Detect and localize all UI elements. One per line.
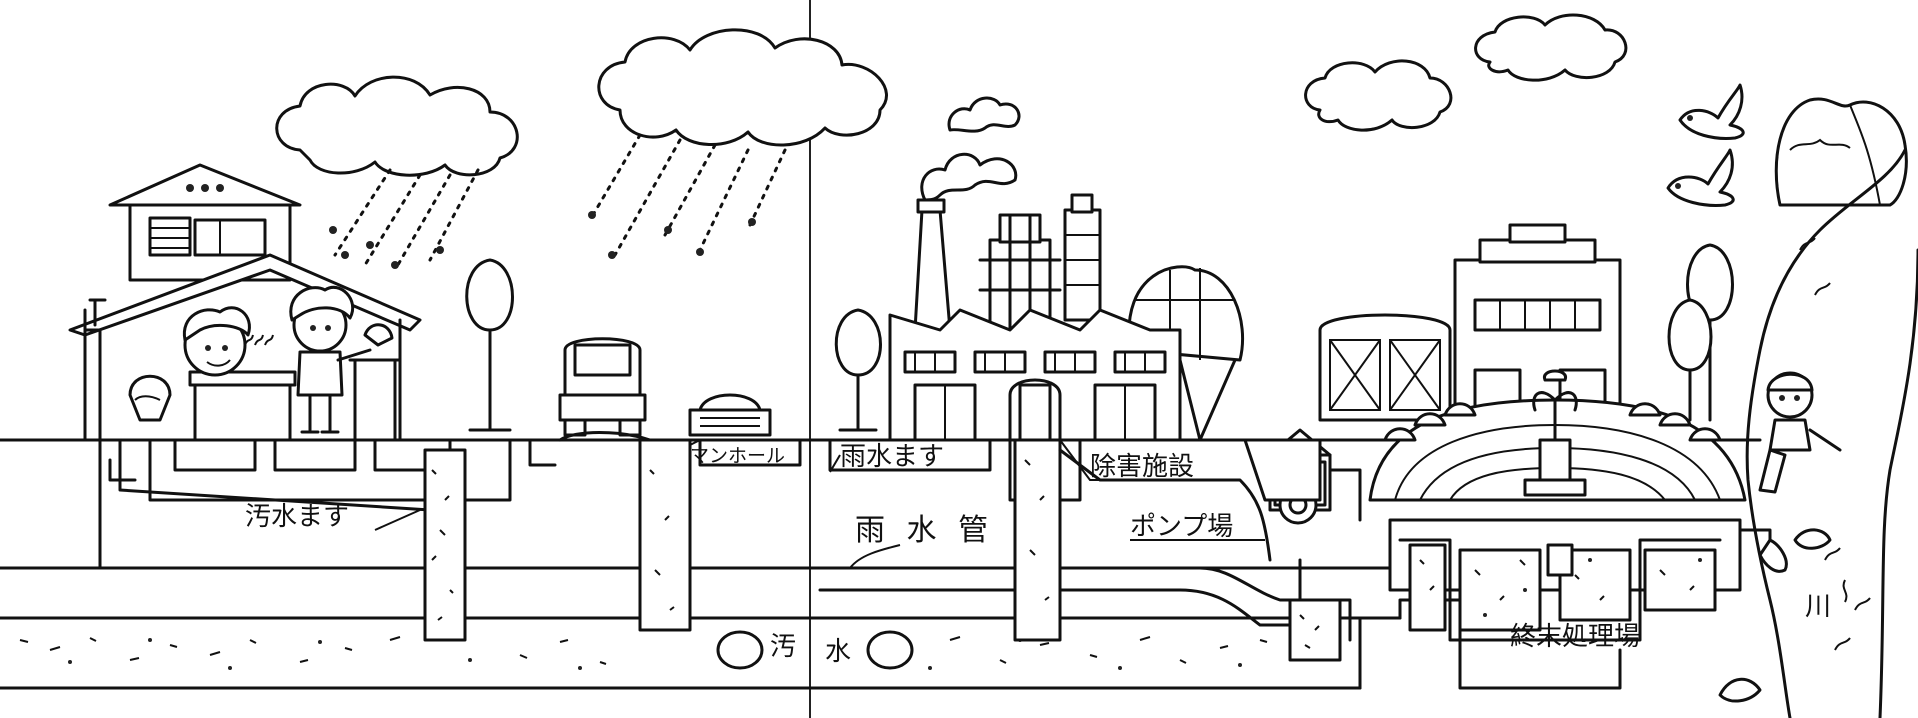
callout-rainwater-pipe: 雨 水 管: [849, 513, 994, 569]
cloud-right-1: [1304, 59, 1453, 132]
callout-abatement: 除害施設: [1059, 439, 1194, 482]
smoke: [920, 96, 1021, 202]
storage-tanks: [1318, 313, 1452, 422]
rain-left: [329, 168, 480, 272]
trees-right: [1667, 243, 1734, 422]
callout-manhole: マンホール: [689, 439, 785, 467]
sewage-pipe: [19, 598, 1622, 690]
cloud-left: [275, 75, 519, 177]
bird-2: [1666, 148, 1735, 207]
person-bath: [182, 306, 274, 377]
label-pump-station: ポンプ場: [1130, 512, 1233, 542]
cloud-right-2: [1474, 13, 1628, 82]
river: [1718, 148, 1918, 718]
manhole-shafts: [698, 438, 992, 472]
cloud-center: [597, 28, 888, 147]
fountain-dome: [1368, 369, 1747, 502]
label-rainwater-pipe: 雨 水 管: [855, 513, 994, 548]
road-slope: [1243, 438, 1322, 502]
car-near: [688, 393, 772, 437]
mountains: [1774, 97, 1908, 207]
label-treatment-plant: 終末処理場: [1510, 622, 1640, 652]
tree-left: [465, 258, 514, 432]
callout-pump: ポンプ場: [1130, 512, 1265, 542]
plant-building: [1453, 223, 1622, 422]
car-far: [558, 337, 652, 442]
tree-factory: [834, 308, 882, 432]
abatement-tank: [1008, 378, 1062, 442]
label-manhole: マンホール: [690, 445, 785, 467]
label-sewage-inlet: 汚水ます: [245, 502, 349, 532]
treatment-plant-underground: [1388, 518, 1788, 642]
label-river: 川: [1805, 592, 1831, 622]
factory: [888, 308, 1182, 442]
callout-rainwater-inlet: 雨水ます: [829, 442, 944, 473]
person-washing: [289, 285, 394, 434]
label-abatement-facility: 除害施設: [1090, 452, 1194, 482]
label-sewage-right: 水: [825, 637, 851, 667]
callout-sewage-inlet: 汚水ます: [245, 502, 421, 532]
rainwater-pipe: [818, 566, 1322, 627]
house-drain: [98, 438, 692, 642]
label-sewage-left: 汚: [770, 632, 796, 662]
rain-center: [588, 133, 787, 259]
factory-tower: [978, 193, 1102, 332]
chimney: [913, 198, 952, 332]
bird-1: [1678, 83, 1745, 140]
label-rainwater-inlet: 雨水ます: [840, 442, 944, 472]
river-kid: [1758, 371, 1842, 494]
